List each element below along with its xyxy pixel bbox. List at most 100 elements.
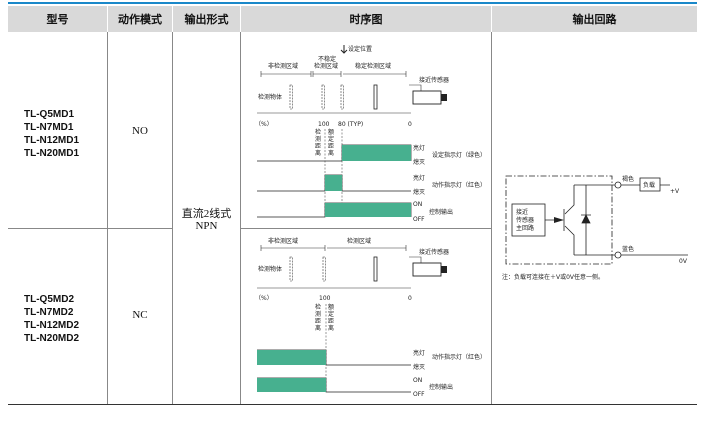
red-led-fill <box>325 175 342 191</box>
zone-unstable-1: 不稳定 <box>318 55 336 63</box>
sensor-cable-icon <box>441 94 447 101</box>
target-solid <box>373 256 378 282</box>
off-light-label: 熄灭 <box>413 363 425 371</box>
target-dashed <box>289 84 293 110</box>
ctrl-output-fill <box>325 203 411 217</box>
set-char: 定 <box>328 310 334 318</box>
dist-char: 距 <box>315 143 321 150</box>
sensor-label: 接近传感器 <box>419 248 449 256</box>
sensor-label: 接近传感器 <box>419 76 449 84</box>
dist-char: 距 <box>315 318 321 325</box>
model-name: TL-N20MD1 <box>24 148 80 159</box>
dist-char: 检 <box>315 303 321 311</box>
external-wires <box>621 184 688 256</box>
model-name: TL-N7MD2 <box>24 307 74 318</box>
brown-wire-label: 褐色 <box>622 175 634 183</box>
blue-wire-label: 蓝色 <box>622 245 634 253</box>
output-type-line: NPN <box>195 220 218 232</box>
target-label: 检测物体 <box>258 93 282 101</box>
header-mode: 动作模式 <box>108 6 172 32</box>
sensor-icon <box>412 262 442 277</box>
circuit-note: 注：负载可连接在＋V或0V任意一侧。 <box>502 273 604 281</box>
act-indicator-label: 动作指示灯（红色） <box>432 353 486 361</box>
tick-100: 100 <box>318 121 330 128</box>
top-accent-line <box>8 2 697 4</box>
zone-stable-label: 稳定检测区域 <box>355 62 391 70</box>
zone-non-label: 非检测区域 <box>268 237 298 245</box>
set-char: 距 <box>328 143 334 150</box>
setpos-label: 设定位置 <box>348 45 372 53</box>
ctrl-output-label: 控制输出 <box>429 383 453 391</box>
transistor-arrow-icon <box>554 217 564 223</box>
divider <box>172 32 173 404</box>
timing-diagram-nc: 非检测区域 检测区域 检测物体 接近传感器 （%） 100 0 检 测 距 离 … <box>255 237 486 398</box>
dist-char: 测 <box>315 135 321 143</box>
tick-100: 100 <box>319 295 331 302</box>
zone-brackets <box>260 245 407 251</box>
off-light-label: 熄灭 <box>413 188 425 196</box>
sensor-icon <box>412 90 442 105</box>
header-timing: 时序图 <box>241 6 491 32</box>
zone-brackets <box>260 71 407 77</box>
on-label: ON <box>413 377 422 384</box>
output-type-line: 直流2线式 <box>181 208 232 220</box>
model-name: TL-N20MD2 <box>24 333 80 344</box>
on-light-label: 亮灯 <box>413 144 425 152</box>
sensor-boundary <box>505 175 613 265</box>
output-circuit: 接近 传感器 主回路 褐色 蓝色 负载 +V 0V 注：负载可连接在＋V或0V任… <box>502 175 688 281</box>
header-output-type: 输出形式 <box>173 6 240 32</box>
model-name: TL-N7MD1 <box>24 122 74 133</box>
dist-char: 离 <box>315 324 321 332</box>
dist-char: 检 <box>315 128 321 136</box>
model-name: TL-N12MD1 <box>24 135 80 146</box>
header-circuit: 输出回路 <box>492 6 697 32</box>
divider <box>240 32 241 404</box>
setpos-arrow-icon <box>340 45 348 54</box>
mode-nc: NC <box>132 309 148 321</box>
set-char: 定 <box>328 135 334 143</box>
main-circuit-line: 传感器 <box>516 216 534 224</box>
table-bottom <box>8 404 697 405</box>
zone-non-label: 非检测区域 <box>268 62 298 70</box>
row-divider <box>8 228 173 229</box>
dist-char: 离 <box>315 149 321 157</box>
divider <box>107 32 108 404</box>
set-char: 离 <box>328 324 334 332</box>
tick-0: 0 <box>408 295 412 302</box>
load-box <box>639 177 661 192</box>
zener-diode-icon <box>581 214 591 224</box>
zero-v-label: 0V <box>679 258 688 265</box>
set-char: 离 <box>328 149 334 157</box>
mode-no: NO <box>132 125 148 137</box>
circuit-wires <box>574 184 616 256</box>
set-char: 额 <box>328 303 334 311</box>
model-name: TL-Q5MD2 <box>24 294 74 305</box>
terminal-plus-icon <box>614 181 622 189</box>
output-type: 直流2线式 NPN <box>173 208 240 232</box>
pct-label: （%） <box>255 295 273 302</box>
off-light-label: 熄灭 <box>413 158 425 166</box>
zone-det-label: 检测区域 <box>347 237 371 245</box>
model-list-no: TL-Q5MD1 TL-N7MD1 TL-N12MD1 TL-N20MD1 <box>24 108 79 160</box>
green-led-fill <box>342 145 411 161</box>
pct-label: （%） <box>255 121 273 128</box>
target-dashed <box>289 256 293 282</box>
target-dashed <box>322 256 326 282</box>
ctrl-output-label: 控制输出 <box>429 208 453 216</box>
target-solid <box>373 84 378 110</box>
dist-char: 测 <box>315 310 321 318</box>
set-char: 距 <box>328 318 334 325</box>
act-indicator-label: 动作指示灯（红色） <box>432 181 486 189</box>
terminal-zero-icon <box>614 251 622 259</box>
tick-80: 80 (TYP) <box>338 121 363 128</box>
timing-diagram-no: 设定位置 不稳定 检测区域 非检测区域 稳定检测区域 检测物体 接近传感器 （%… <box>255 45 486 223</box>
target-dashed <box>321 84 325 110</box>
tick-0: 0 <box>408 121 412 128</box>
on-label: ON <box>413 201 422 208</box>
target-dashed <box>340 84 344 110</box>
set-indicator-label: 设定指示灯（绿色） <box>432 151 486 159</box>
row-divider <box>240 228 492 229</box>
main-circuit-line: 接近 <box>516 208 528 216</box>
sensor-leader <box>409 84 422 91</box>
model-list-nc: TL-Q5MD2 TL-N7MD2 TL-N12MD2 TL-N20MD2 <box>24 293 79 345</box>
